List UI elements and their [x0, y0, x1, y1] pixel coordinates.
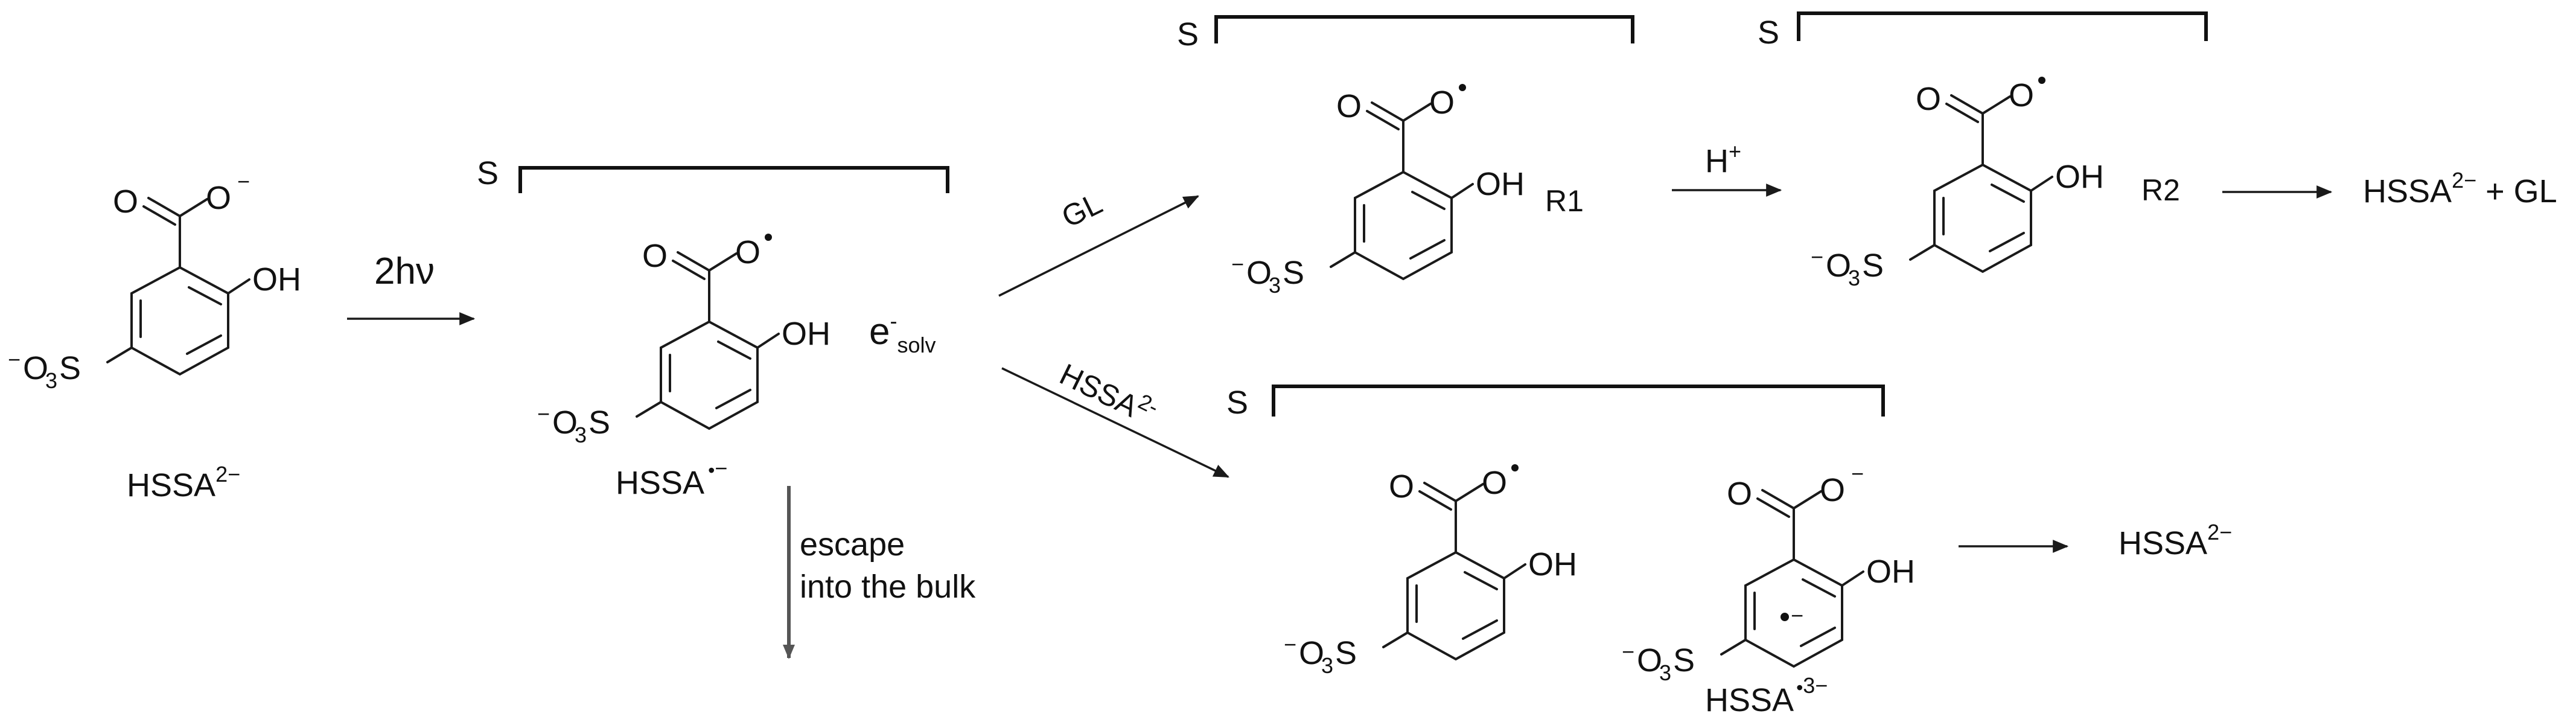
- svg-text:−: −: [537, 401, 550, 426]
- svg-text:O: O: [1336, 88, 1362, 124]
- hssa-branch-arrow: [1001, 367, 1229, 478]
- surface-bracket-4: [1272, 385, 1885, 417]
- r1-label: R1: [1545, 184, 1584, 218]
- gl-branch-arrow: [998, 195, 1199, 297]
- r2-label: R2: [2141, 173, 2180, 207]
- svg-text:−: −: [1811, 244, 1823, 269]
- hssa-radical-trianion-label: HSSA•3−: [1705, 673, 1828, 718]
- svg-text:S: S: [59, 350, 81, 386]
- svg-text:OH: OH: [2055, 159, 2104, 195]
- svg-text:OH: OH: [252, 261, 301, 298]
- proton-label: H+: [1705, 139, 1741, 179]
- svg-text:3: 3: [575, 423, 587, 447]
- svg-text:O: O: [735, 234, 760, 270]
- svg-text:O: O: [1389, 468, 1414, 505]
- svg-text:−: −: [237, 169, 250, 194]
- svg-text:S: S: [1335, 635, 1357, 671]
- svg-text:OH: OH: [1528, 546, 1577, 583]
- r1-structure: O O OH − O 3 S: [1231, 84, 1525, 298]
- svg-text:OH: OH: [782, 316, 831, 352]
- svg-text:3: 3: [1321, 653, 1333, 678]
- svg-text:−: −: [1231, 252, 1244, 276]
- product-hssa-label: HSSA2−: [2119, 520, 2232, 561]
- solvated-electron-label: e-solv: [869, 308, 936, 357]
- escape-label-line1: escape: [800, 526, 905, 563]
- surface-bracket-1: [518, 166, 949, 193]
- surface-bracket-2: [1214, 15, 1634, 43]
- svg-text:OH: OH: [1866, 554, 1915, 590]
- hssa-dianion-label: HSSA2−: [127, 462, 240, 503]
- svg-text:−: −: [1791, 603, 1803, 628]
- svg-text:O: O: [1826, 247, 1851, 284]
- svg-text:3: 3: [1269, 273, 1281, 298]
- escape-label-line2: into the bulk: [800, 569, 976, 605]
- hssa-radical-trianion-structure: O O − OH − − O 3 S: [1622, 461, 1915, 685]
- svg-text:O: O: [1727, 476, 1752, 512]
- svg-text:3: 3: [1659, 660, 1671, 685]
- svg-text:O: O: [1299, 635, 1324, 671]
- svg-text:O: O: [113, 184, 138, 220]
- svg-text:3: 3: [45, 368, 57, 393]
- surface-label-4: S: [1226, 385, 1248, 421]
- svg-text:S: S: [588, 404, 610, 441]
- surface-label-2: S: [1177, 16, 1199, 53]
- svg-text:O: O: [1482, 465, 1507, 501]
- svg-text:O: O: [1916, 81, 1941, 117]
- gl-reagent-label: GL: [1056, 186, 1108, 234]
- svg-text:S: S: [1283, 255, 1304, 291]
- svg-text:−: −: [8, 347, 21, 372]
- surface-bracket-3: [1797, 11, 2208, 41]
- svg-text:−: −: [1622, 639, 1634, 664]
- svg-text:S: S: [1862, 247, 1884, 284]
- svg-text:O: O: [206, 180, 231, 216]
- hssa-radical-anion-structure: O O OH − O 3 S: [537, 234, 831, 447]
- product-hssa-gl-label: HSSA2− + GL: [2363, 168, 2557, 209]
- svg-text:OH: OH: [1476, 166, 1525, 202]
- hssa-radical-anion-label: HSSA•−: [616, 456, 727, 501]
- svg-text:S: S: [1673, 642, 1695, 679]
- svg-text:O: O: [552, 404, 578, 441]
- surface-label-3: S: [1758, 14, 1779, 51]
- surface-label-1: S: [477, 155, 499, 191]
- hssa-dianion-structure: O O − OH − O 3 S: [8, 169, 301, 393]
- photon-label: 2hν: [374, 251, 435, 292]
- svg-text:O: O: [2009, 77, 2034, 113]
- svg-text:O: O: [23, 350, 48, 386]
- r2-structure: O O OH − O 3 S: [1811, 77, 2104, 290]
- svg-text:3: 3: [1848, 266, 1860, 290]
- svg-text:−: −: [1284, 632, 1296, 657]
- svg-text:O: O: [1637, 642, 1662, 679]
- svg-text:O: O: [642, 238, 668, 274]
- svg-text:O: O: [1820, 472, 1845, 508]
- svg-text:O: O: [1246, 255, 1272, 291]
- svg-text:−: −: [1851, 461, 1864, 486]
- svg-text:O: O: [1429, 85, 1455, 121]
- pair-radical-structure: O O OH − O 3 S: [1284, 464, 1577, 678]
